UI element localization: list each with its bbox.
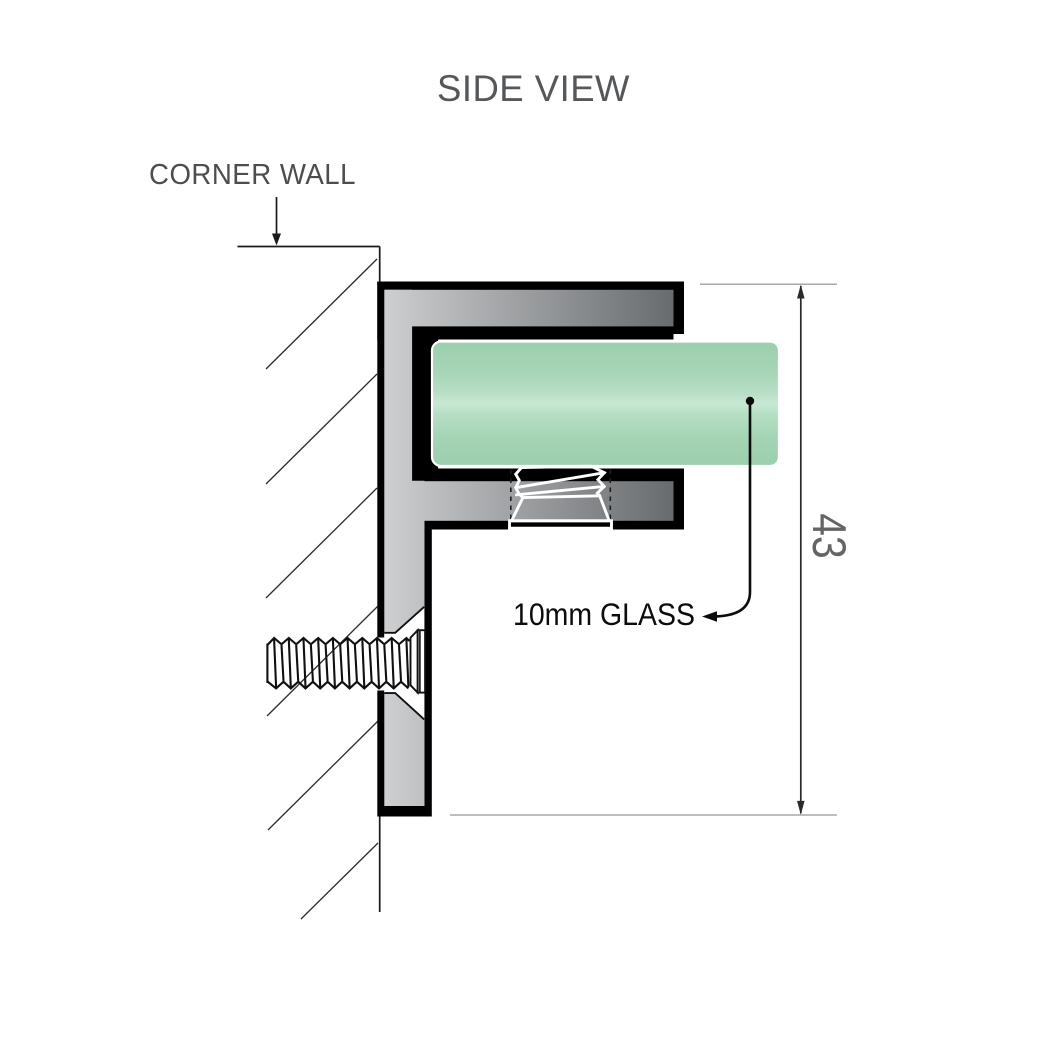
grub-screw: [508, 464, 613, 530]
dimension-43: 43: [450, 283, 855, 816]
glass-panel: [430, 340, 781, 468]
arrow-down-icon: [797, 800, 805, 815]
page-title: SIDE VIEW: [437, 68, 630, 109]
dimension-value: 43: [802, 513, 855, 559]
grub-screw-base: [508, 519, 613, 530]
arrow-up-icon: [797, 284, 805, 299]
screw-pass-through: [375, 637, 385, 691]
glass-label: 10mm GLASS: [513, 596, 695, 632]
corner-wall-arrow: [272, 197, 281, 246]
bracket-jaw-face: [412, 481, 674, 521]
screw-head: [409, 627, 427, 695]
screw-threads: [266, 636, 411, 690]
arrow-down-icon: [272, 233, 281, 246]
bracket-top-arm-face: [385, 289, 674, 327]
countersink-outline: [384, 606, 425, 721]
wall-screw: [266, 606, 427, 721]
arrow-left-icon: [702, 611, 717, 622]
wall-hatching: [265, 258, 379, 920]
glass-callout: 10mm GLASS: [513, 396, 755, 632]
corner-wall-label: CORNER WALL: [149, 159, 356, 191]
grub-screw-threads: [508, 464, 613, 530]
